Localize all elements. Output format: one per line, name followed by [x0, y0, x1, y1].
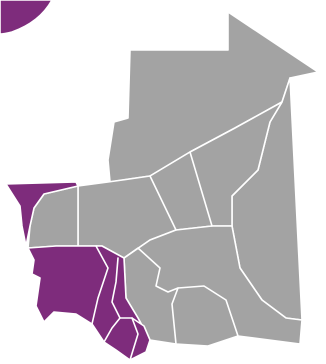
region-south-tip[interactable]	[103, 317, 151, 361]
district-border	[129, 317, 139, 361]
district-border	[111, 257, 121, 319]
district-border	[91, 245, 109, 325]
region-top-left-fragment[interactable]	[0, 0, 53, 35]
district-border	[123, 247, 179, 345]
region-northwest-coast[interactable]	[5, 181, 79, 247]
district-border	[177, 285, 239, 337]
district-border	[189, 151, 213, 227]
district-border	[149, 175, 177, 231]
